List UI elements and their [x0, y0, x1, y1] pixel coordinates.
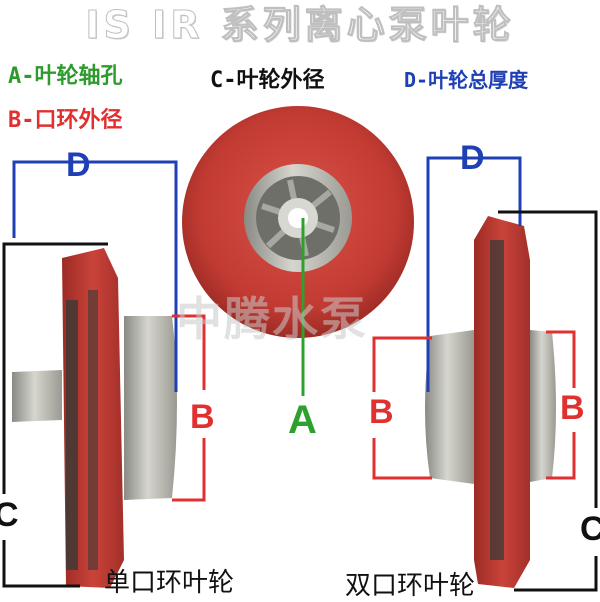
legend-d-total-thickness: D-叶轮总厚度: [404, 68, 529, 92]
label-b-left: B: [190, 398, 215, 436]
label-b-right-front: B: [369, 393, 394, 431]
left-hub: [12, 370, 62, 422]
dim-b-left-bottom: [172, 438, 206, 502]
dim-b-right-front-bottom: [372, 438, 432, 480]
caption-double-ring: 双口环叶轮: [345, 571, 476, 601]
right-wear-ring-front: [425, 330, 474, 484]
watermark: 中腾水泵: [176, 292, 368, 346]
label-d-left: D: [66, 146, 91, 184]
legend-c-impeller-diameter: C-叶轮外径: [210, 68, 325, 93]
shaft-hole: [288, 208, 308, 228]
dim-c-left-bottom: [2, 540, 80, 588]
right-wear-ring-back: [530, 330, 556, 482]
dim-b-right-front-top: [372, 336, 432, 392]
legend-a-shaft-hole: A-叶轮轴孔: [8, 64, 123, 89]
dim-c-left-top: [2, 242, 108, 494]
label-c-left: C: [0, 496, 19, 534]
left-wear-ring: [124, 316, 177, 500]
caption-single-ring: 单口环叶轮: [104, 568, 235, 598]
dim-b-right-back-top: [546, 330, 576, 388]
dim-b-left-top: [172, 314, 206, 390]
page-title: IS IR 系列离心泵叶轮: [85, 3, 515, 48]
dim-c-right-top: [498, 210, 598, 508]
dim-d-left: [12, 160, 178, 392]
label-a: A: [288, 398, 317, 442]
dim-b-right-back-bottom: [546, 432, 576, 480]
dim-d-right: [426, 156, 522, 392]
center-impeller-front-view: [182, 106, 414, 338]
label-b-right-back: B: [560, 389, 585, 427]
right-impeller-side-view: [425, 216, 556, 588]
dim-c-right-bottom: [514, 556, 598, 592]
label-c-right: C: [580, 510, 600, 548]
left-impeller-side-view: [12, 248, 177, 588]
legend-b-wear-ring-diameter: B-口环外径: [8, 108, 123, 133]
label-d-right: D: [460, 139, 485, 177]
